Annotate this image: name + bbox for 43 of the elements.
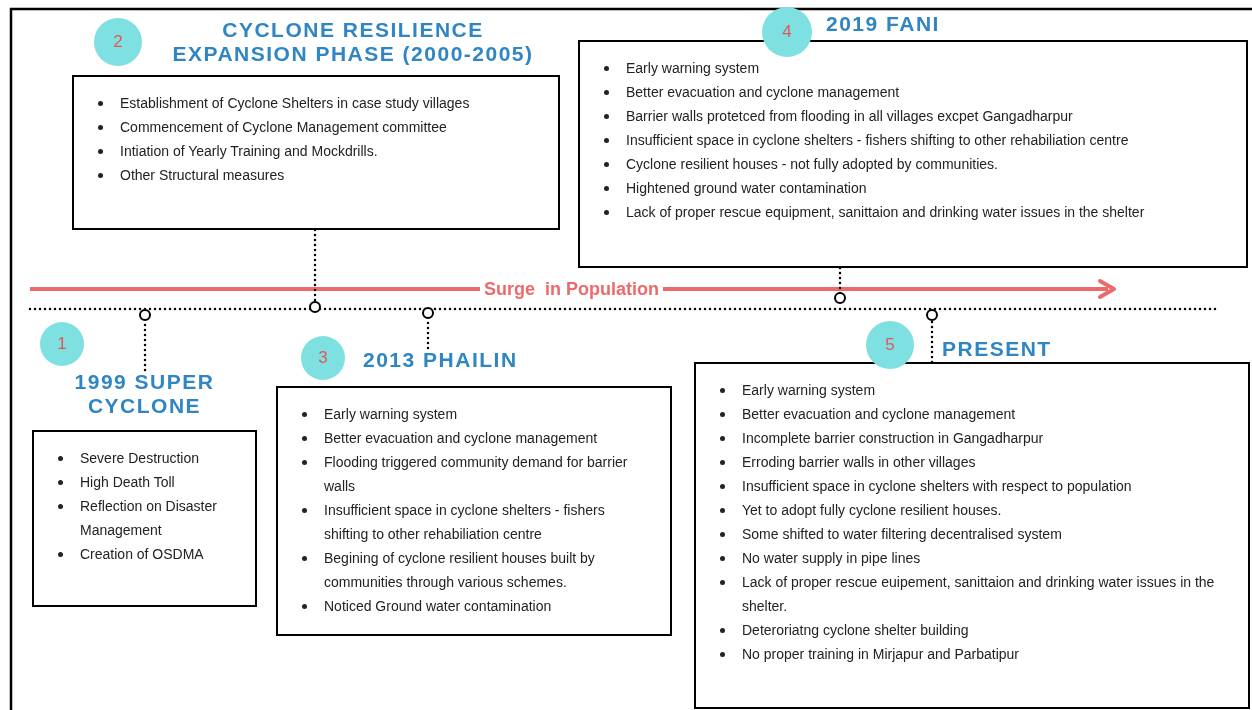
event-heading: CYCLONE RESILIENCE EXPANSION PHASE (2000-2005) <box>171 18 535 66</box>
bullet-item: Early warning system <box>626 59 760 78</box>
timeline-marker <box>422 307 434 319</box>
bullet-item: Establishment of Cyclone Shelters in case study villages <box>120 94 470 113</box>
bullet-item: Barrier walls protetced from flooding in all villages excpet Gangadharpur <box>626 107 1073 126</box>
event-heading: 1999 SUPER CYCLONE <box>73 370 216 418</box>
bullet-item: Reflection on Disaster Management <box>80 497 218 540</box>
bullet-item: Incomplete barrier construction in Gangadharpur <box>742 429 1044 448</box>
bullet-item: Insufficient space in cyclone shelters with respect to population <box>742 477 1132 496</box>
bullet-item: Insufficient space in cyclone shelters - fishers shifting to other rehabiliation centre <box>324 501 606 544</box>
event-heading: 2019 FANI <box>826 12 941 36</box>
bullet-item: Intiation of Yearly Training and Mockdrills. <box>120 142 378 161</box>
bullet-item: Better evacuation and cyclone management <box>742 405 1016 424</box>
bullet-item: Better evacuation and cyclone management <box>324 429 598 448</box>
timeline-marker <box>834 292 846 304</box>
event-heading: PRESENT <box>942 337 1053 361</box>
bullet-item: Begining of cyclone resilient houses built by communities through various schemes. <box>324 549 596 592</box>
bullet-item: Erroding barrier walls in other villages <box>742 453 976 472</box>
bullet-item: Other Structural measures <box>120 166 285 185</box>
bullet-item: Yet to adopt fully cyclone resilient houses. <box>742 501 1002 520</box>
bullet-item: Early warning system <box>324 405 458 424</box>
bullet-item: Early warning system <box>742 381 876 400</box>
bullet-item: Better evacuation and cyclone management <box>626 83 900 102</box>
bullet-item: No water supply in pipe lines <box>742 549 921 568</box>
bullet-item: Insufficient space in cyclone shelters - fishers shifting to other rehabiliation centre <box>626 131 1129 150</box>
bullet-item: Creation of OSDMA <box>80 545 204 564</box>
bullet-item: Severe Destruction <box>80 449 200 468</box>
bullet-item: Flooding triggered community demand for barrier walls <box>324 453 629 496</box>
bullet-item: Noticed Ground water contamination <box>324 597 552 616</box>
bullet-item: High Death Toll <box>80 473 175 492</box>
bullet-item: Commencement of Cyclone Management committee <box>120 118 447 137</box>
timeline-marker <box>309 301 321 313</box>
bullet-item: Cyclone resilient houses - not fully adopted by communities. <box>626 155 998 174</box>
bullet-item: Lack of proper rescue equipment, sanittaion and drinking water issues in the shelter <box>626 203 1145 222</box>
connector-line <box>930 319 934 364</box>
bullet-item: Lack of proper rescue euipement, sanittaion and drinking water issues in the shelter. <box>742 573 1216 616</box>
bullet-item: Some shifted to water filtering decentralised system <box>742 525 1062 544</box>
timeline-marker <box>926 309 938 321</box>
bullet-item: Deteroriatng cyclone shelter building <box>742 621 969 640</box>
timeline-marker <box>139 309 151 321</box>
event-heading: 2013 PHAILIN <box>363 348 519 372</box>
bullet-item: No proper training in Mirjapur and Parbatipur <box>742 645 1020 664</box>
bullet-item: Hightened ground water contamination <box>626 179 867 198</box>
